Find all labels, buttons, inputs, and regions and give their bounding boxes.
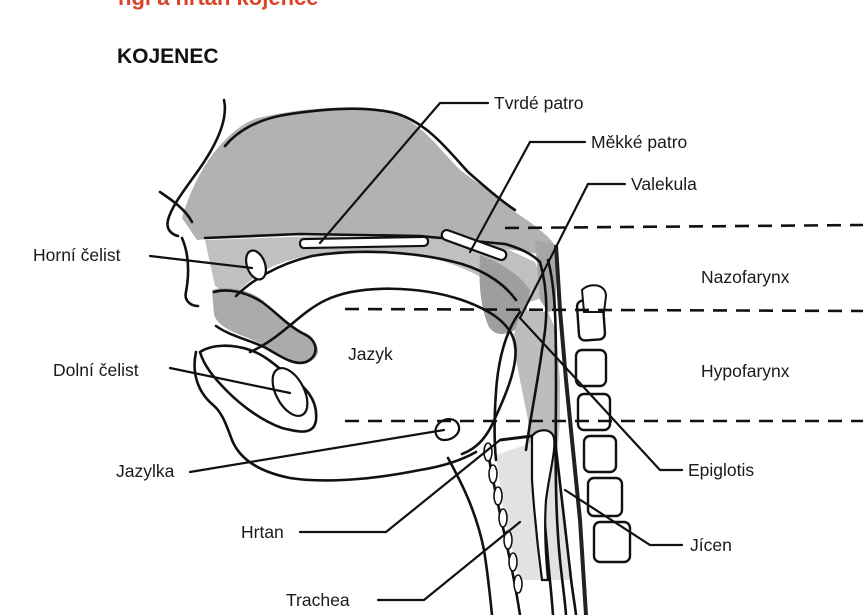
maxilla-region [212,288,318,363]
cartilage-ring [509,553,517,571]
nasopharynx-lower-line [345,309,863,311]
odontoid-process [582,285,606,312]
label-jazylka: Jazylka [116,463,174,481]
cartilage-ring [489,465,497,483]
label-dolni-celist: Dolní čelist [53,362,139,380]
neck-outline [448,458,492,615]
leader-trachea [378,522,520,600]
label-hrtan: Hrtan [241,524,284,542]
leader-jazylka [190,430,444,472]
label-valekula: Valekula [631,176,697,194]
label-trachea: Trachea [286,592,350,610]
label-horni-celist: Horní čelist [33,247,121,265]
label-epiglotis: Epiglotis [688,462,754,480]
label-mekke-patro: Měkké patro [591,134,687,152]
nasopharynx-upper-line [505,225,863,228]
upper-lip-outline [182,238,198,306]
vertebra [576,350,606,386]
cartilage-ring [499,509,507,527]
vertebra [588,478,622,516]
vertebra [584,436,616,472]
cartilage-ring [514,575,522,593]
label-jicen: Jícen [690,537,732,555]
label-jazyk: Jazyk [348,346,393,364]
cartilage-ring [494,487,502,505]
label-hypofarynx: Hypofarynx [701,363,790,381]
nasal-cavity-region [182,108,555,256]
lower-face-outline [195,352,476,480]
label-tvrde-patro: Tvrdé patro [494,95,583,113]
label-nazofarynx: Nazofarynx [701,269,790,287]
